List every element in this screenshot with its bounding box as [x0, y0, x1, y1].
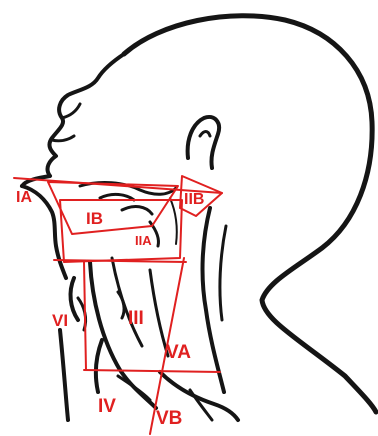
label-level-VB: VB: [156, 408, 182, 429]
cricoid-level-line: [84, 370, 220, 372]
label-level-VI: VI: [52, 311, 68, 330]
label-level-III: III: [128, 308, 144, 329]
level-III-anterior-line: [84, 262, 86, 370]
label-level-IIB: IIB: [184, 191, 204, 208]
ear: [188, 117, 219, 168]
label-level-IV: IV: [98, 396, 116, 417]
label-level-IB: IB: [86, 209, 103, 228]
label-level-IIA: IIA: [135, 233, 152, 248]
label-level-IA: IA: [16, 189, 32, 206]
level-IB-outline: [48, 182, 178, 234]
label-level-VA: VA: [166, 342, 191, 363]
